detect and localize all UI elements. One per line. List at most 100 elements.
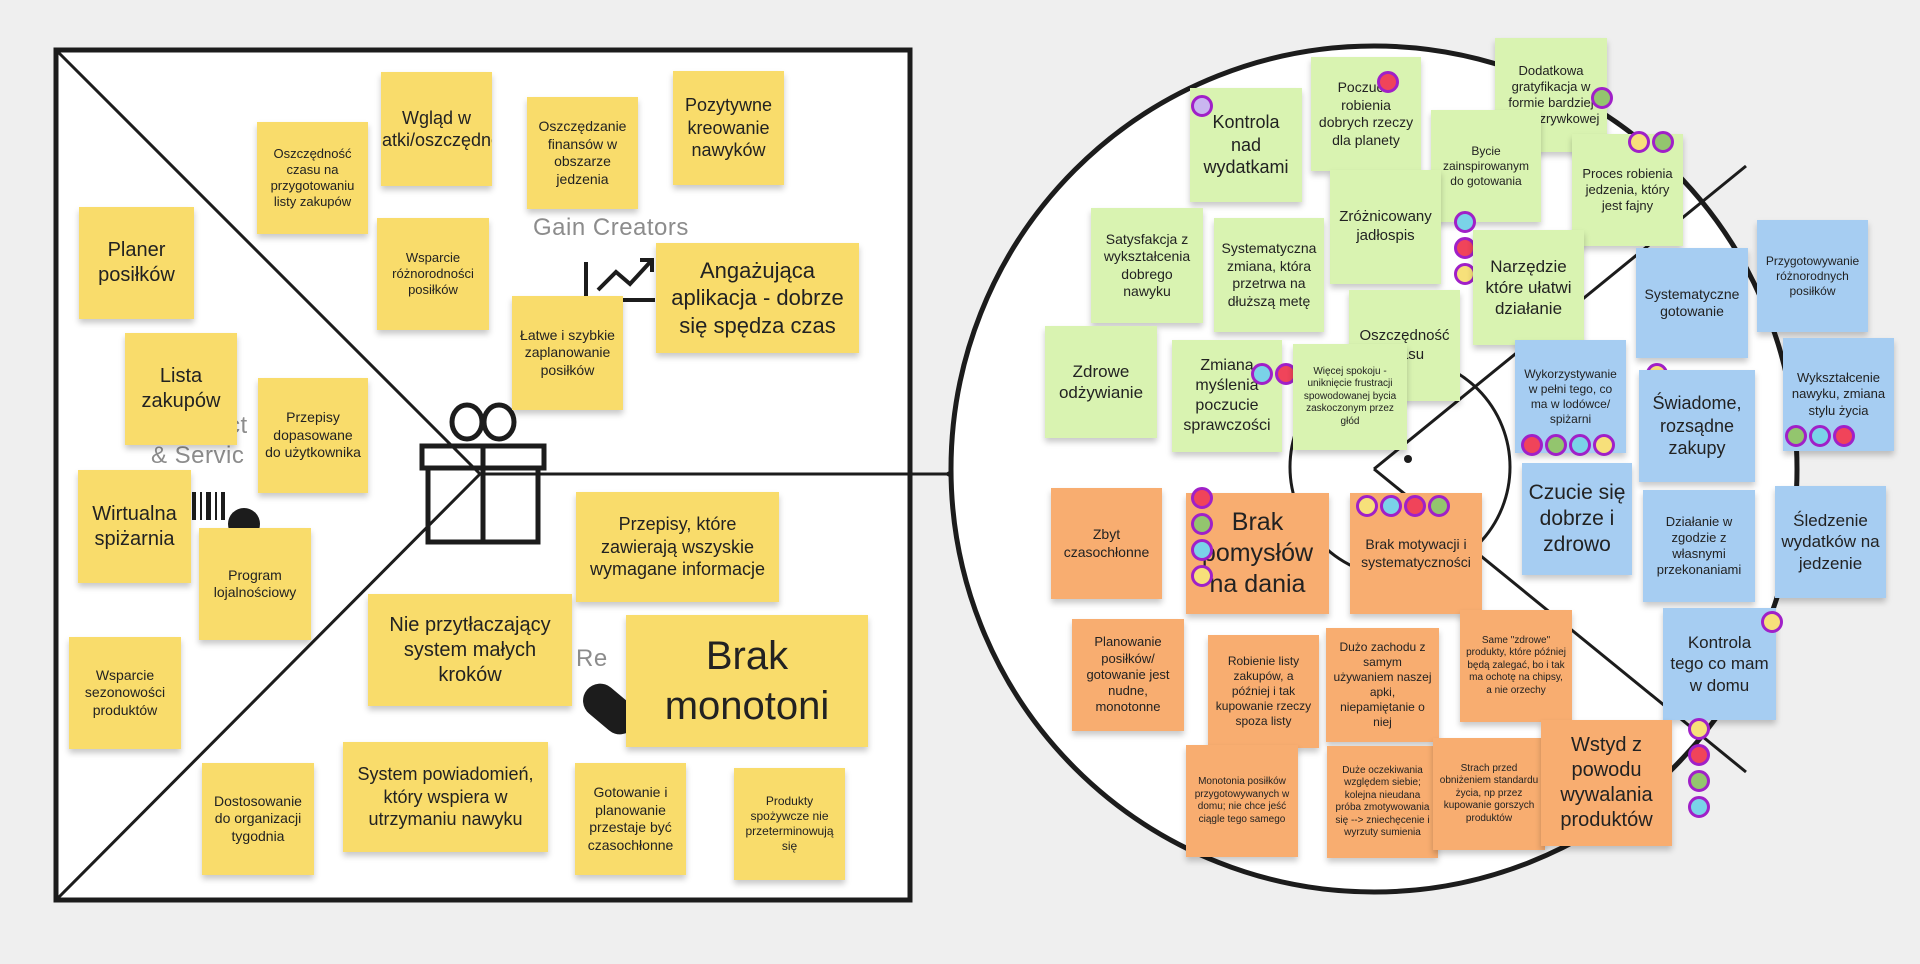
vote-dot[interactable]: [1521, 434, 1543, 456]
pains-sticky-note[interactable]: Dużo zachodu z samym używaniem naszej ap…: [1326, 628, 1439, 742]
vote-dot[interactable]: [1545, 434, 1567, 456]
pains-sticky-note[interactable]: Robienie listy zakupów, a później i tak …: [1208, 635, 1319, 748]
vote-dot[interactable]: [1809, 425, 1831, 447]
vote-dot[interactable]: [1191, 487, 1213, 509]
jobs-sticky-note[interactable]: Czucie się dobrze i zdrowo: [1522, 463, 1632, 575]
vote-dot[interactable]: [1688, 718, 1710, 740]
products-sticky-note[interactable]: Planer posiłków: [79, 207, 194, 319]
sticky-note-text: Wykształcenie nawyku, zmiana stylu życia: [1791, 370, 1886, 418]
sticky-note-text: Przepisy, które zawierają wszyskie wymag…: [589, 514, 766, 580]
sticky-note-text: Narzędzie które ułatwi działanie: [1485, 256, 1572, 319]
sticky-note-text: Dużo zachodu z samym używaniem naszej ap…: [1333, 640, 1432, 729]
vote-dot[interactable]: [1191, 539, 1213, 561]
vote-dot[interactable]: [1652, 131, 1674, 153]
pain-relievers-sticky-note[interactable]: Gotowanie i planowanie przestaje być cza…: [575, 763, 686, 875]
sticky-note-text: Monotonia posiłków przygotowywanych w do…: [1194, 776, 1290, 825]
vote-dot[interactable]: [1404, 495, 1426, 517]
gains-sticky-note[interactable]: Kontrola nad wydatkami: [1190, 88, 1302, 202]
products-sticky-note[interactable]: Wirtualna spiżarnia: [78, 470, 191, 583]
sticky-note-text: Zróżnicowany jadłospis: [1339, 208, 1432, 244]
sticky-note-text: Proces robienia jedzenia, który jest faj…: [1582, 165, 1673, 214]
gains-sticky-note[interactable]: Zmiana myślenia poczucie sprawczości: [1172, 340, 1282, 452]
pains-sticky-note[interactable]: Wstyd z powodu wywalania produktów: [1541, 720, 1672, 846]
value-map-divider-bottom: [56, 472, 482, 900]
gains-sticky-note[interactable]: Zdrowe odżywianie: [1045, 326, 1157, 438]
vote-dot[interactable]: [1191, 95, 1213, 117]
vote-dot[interactable]: [1428, 495, 1450, 517]
pains-sticky-note[interactable]: Same "zdrowe" produkty, które później bę…: [1460, 610, 1572, 722]
pain-relievers-sticky-note[interactable]: Produkty spożywcze nie przeterminowują s…: [734, 768, 845, 880]
pill-icon: [583, 683, 637, 735]
sticky-note-text: Wykorzystywanie w pełni tego, co ma w lo…: [1524, 366, 1617, 426]
pain-relievers-sticky-note[interactable]: Dostosowanie do organizacji tygodnia: [202, 763, 314, 875]
vote-dot[interactable]: [1380, 495, 1402, 517]
gain-creators-sticky-note[interactable]: Pozytywne kreowanie nawyków: [673, 71, 784, 185]
pains-sticky-note[interactable]: Monotonia posiłków przygotowywanych w do…: [1186, 745, 1298, 857]
sticky-note-text: Więcej spokoju - uniknięcie frustracji s…: [1303, 365, 1397, 427]
sticky-note-text: Śledzenie wydatków na jedzenie: [1781, 511, 1880, 573]
vote-dot[interactable]: [1785, 425, 1807, 447]
gift-icon: [419, 402, 547, 545]
vote-dot[interactable]: [1454, 211, 1476, 233]
vote-dot[interactable]: [1591, 87, 1613, 109]
vote-dot[interactable]: [1191, 565, 1213, 587]
pains-sticky-note[interactable]: Planowanie posiłków/ gotowanie jest nudn…: [1072, 619, 1184, 731]
vote-dot[interactable]: [1688, 744, 1710, 766]
sticky-note-text: Przygotowywanie różnorodnych posiłków: [1765, 253, 1860, 298]
vote-dot[interactable]: [1688, 796, 1710, 818]
sticky-note-text: Brak monotoni: [664, 634, 830, 728]
vote-dot[interactable]: [1628, 131, 1650, 153]
jobs-sticky-note[interactable]: Przygotowywanie różnorodnych posiłków: [1757, 220, 1868, 332]
sticky-note-text: Robienie listy zakupów, a później i tak …: [1215, 654, 1312, 728]
pains-sticky-note[interactable]: Brak pomysłów na dania: [1186, 493, 1329, 614]
pain-relievers-sticky-note[interactable]: Brak monotoni: [626, 615, 868, 747]
sticky-note-text: Program lojalnościowy: [213, 566, 297, 601]
gains-sticky-note[interactable]: Poczucie robienia dobrych rzeczy dla pla…: [1311, 57, 1421, 171]
gains-sticky-note[interactable]: Więcej spokoju - uniknięcie frustracji s…: [1293, 344, 1407, 450]
sticky-note-text: Wgląd w wydatki/oszczędności: [381, 107, 492, 151]
gains-sticky-note[interactable]: Narzędzie które ułatwi działanie: [1473, 230, 1584, 345]
gains-sticky-note[interactable]: Systematyczna zmiana, która przetrwa na …: [1214, 218, 1324, 332]
gain-creators-sticky-note[interactable]: Wgląd w wydatki/oszczędności: [381, 72, 492, 186]
vote-dot[interactable]: [1191, 513, 1213, 535]
gain-creators-sticky-note[interactable]: Wsparcie różnorodności posiłków: [377, 218, 489, 330]
gain-creators-label: Gain Creators: [533, 214, 689, 241]
sticky-note-text: Angażująca aplikacja - dobrze się spędza…: [671, 257, 844, 338]
vote-dot[interactable]: [1251, 363, 1273, 385]
vote-dot[interactable]: [1593, 434, 1615, 456]
vote-dot[interactable]: [1833, 425, 1855, 447]
gain-creators-sticky-note[interactable]: Oszczędność czasu na przygotowaniu listy…: [257, 122, 368, 234]
vote-dot[interactable]: [1356, 495, 1378, 517]
gain-creators-sticky-note[interactable]: Oszczędzanie finansów w obszarze jedzeni…: [527, 97, 638, 209]
products-sticky-note[interactable]: Lista zakupów: [125, 333, 237, 445]
products-sticky-note[interactable]: Wsparcie sezonowości produktów: [69, 637, 181, 749]
gains-sticky-note[interactable]: Satysfakcja z wykształcenia dobrego nawy…: [1091, 208, 1203, 323]
pain-relievers-sticky-note[interactable]: Przepisy, które zawierają wszyskie wymag…: [576, 492, 779, 602]
sticky-note-text: Dostosowanie do organizacji tygodnia: [214, 792, 302, 844]
sticky-note-text: Brak motywacji i systematyczności: [1361, 536, 1471, 570]
vote-dot[interactable]: [1569, 434, 1591, 456]
pains-sticky-note[interactable]: Zbyt czasochłonne: [1051, 488, 1162, 599]
sticky-note-text: Kontrola tego co mam w domu: [1670, 633, 1769, 695]
gains-sticky-note[interactable]: Bycie zainspirowanym do gotowania: [1431, 110, 1541, 222]
pain-relievers-sticky-note[interactable]: Nie przytłaczający system małych kroków: [368, 594, 572, 706]
gains-sticky-note[interactable]: Zróżnicowany jadłospis: [1330, 170, 1441, 284]
gain-creators-sticky-note[interactable]: Angażująca aplikacja - dobrze się spędza…: [656, 243, 859, 353]
jobs-sticky-note[interactable]: Śledzenie wydatków na jedzenie: [1775, 486, 1886, 598]
vote-dot[interactable]: [1377, 71, 1399, 93]
jobs-sticky-note[interactable]: Systematyczne gotowanie: [1636, 248, 1748, 358]
jobs-sticky-note[interactable]: Świadome, rozsądne zakupy: [1639, 370, 1755, 482]
sticky-note-text: Oszczędzanie finansów w obszarze jedzeni…: [538, 118, 627, 187]
sticky-note-text: Przepisy dopasowane do użytkownika: [265, 409, 361, 461]
vote-dot[interactable]: [1761, 611, 1783, 633]
pain-relievers-sticky-note[interactable]: System powiadomień, który wspiera w utrz…: [343, 742, 548, 852]
pains-sticky-note[interactable]: Strach przed obniżeniem standardu życia,…: [1433, 738, 1545, 850]
gain-creators-sticky-note[interactable]: Łatwe i szybkie zaplanowanie posiłków: [512, 296, 623, 410]
jobs-sticky-note[interactable]: Działanie w zgodzie z własnymi przekonan…: [1643, 490, 1755, 602]
pains-sticky-note[interactable]: Duże oczekiwania względem siebie; kolejn…: [1327, 746, 1438, 858]
sticky-note-text: Systematyczne gotowanie: [1644, 285, 1740, 320]
jobs-sticky-note[interactable]: Kontrola tego co mam w domu: [1663, 608, 1776, 720]
products-sticky-note[interactable]: Program lojalnościowy: [199, 528, 311, 640]
vote-dot[interactable]: [1688, 770, 1710, 792]
products-sticky-note[interactable]: Przepisy dopasowane do użytkownika: [258, 378, 368, 493]
